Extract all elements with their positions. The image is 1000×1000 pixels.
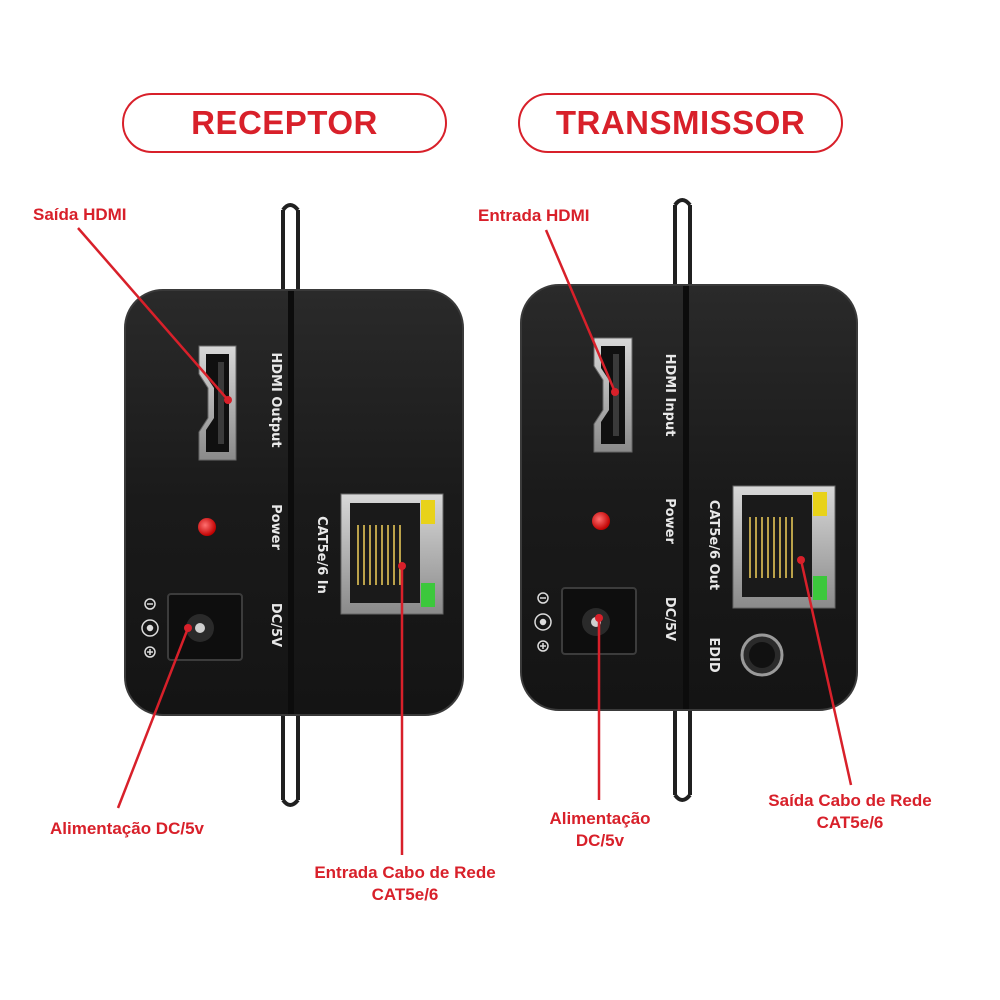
receptor-polarity-icon [141, 598, 159, 658]
receptor-power-led [198, 518, 216, 536]
receptor-hdmi-leader [77, 227, 229, 401]
receptor-dc-jack [167, 593, 243, 661]
callout-dots [184, 388, 805, 632]
transmissor-dc-callout: Alimentação DC/5v [530, 808, 670, 852]
transmissor-dc-label: DC/5V [662, 597, 677, 641]
transmissor-polarity-icon [534, 592, 552, 652]
transmissor-header: TRANSMISSOR [518, 93, 843, 153]
transmissor-edid-button [740, 633, 784, 677]
receptor-link-led-yellow [421, 500, 435, 524]
transmissor-title: TRANSMISSOR [555, 104, 806, 141]
receptor-hdmi-label: HDMI Output [268, 352, 283, 447]
receptor-cat-label: CAT5e/6 In [314, 516, 329, 594]
receptor-device: HDMI Output Power DC/5V CAT5e/6 In [124, 203, 464, 807]
receptor-header: RECEPTOR [122, 93, 447, 153]
receptor-dc-label: DC/5V [268, 603, 283, 647]
receptor-power-label: Power [268, 504, 283, 550]
transmissor-hdmi-callout: Entrada HDMI [478, 206, 590, 225]
callout-lines [77, 227, 853, 855]
transmissor-power-label: Power [662, 498, 677, 544]
receptor-dc-leader [116, 627, 190, 809]
transmissor-cat-callout-line1: Saída Cabo de Rede [768, 791, 932, 810]
transmissor-rj45-port [732, 485, 836, 609]
receptor-cat-callout-line1: Entrada Cabo de Rede [314, 863, 496, 882]
receptor-title: RECEPTOR [191, 104, 378, 141]
receptor-rj45-port [340, 493, 444, 615]
transmissor-hdmi-leader [544, 229, 617, 393]
receptor-cat-callout-line2: CAT5e/6 [371, 885, 439, 904]
receptor-hdmi-callout: Saída HDMI [33, 205, 127, 224]
transmissor-device: HDMI Input Power DC/5V CAT5e/6 Out EDID [520, 198, 858, 802]
transmissor-link-led-green [813, 576, 827, 600]
transmissor-cat-callout-line2: CAT5e/6 [816, 813, 884, 832]
transmissor-edid-label: EDID [706, 637, 721, 673]
transmissor-dc-callout-line2: DC/5v [575, 831, 625, 850]
receptor-link-led-green [421, 583, 435, 607]
transmissor-cat-leader [799, 559, 853, 786]
transmissor-hdmi-label: HDMI Input [662, 354, 677, 437]
receptor-dc-callout: Alimentação DC/5v [50, 819, 204, 838]
transmissor-cat-label: CAT5e/6 Out [706, 500, 721, 590]
transmissor-dc-callout-line1: Alimentação [549, 809, 651, 828]
transmissor-cat-callout: Saída Cabo de Rede CAT5e/6 [755, 790, 945, 834]
transmissor-power-led [592, 512, 610, 530]
receptor-hdmi-port [198, 345, 237, 461]
receptor-cat-callout: Entrada Cabo de Rede CAT5e/6 [300, 862, 510, 906]
transmissor-link-led-yellow [813, 492, 827, 516]
